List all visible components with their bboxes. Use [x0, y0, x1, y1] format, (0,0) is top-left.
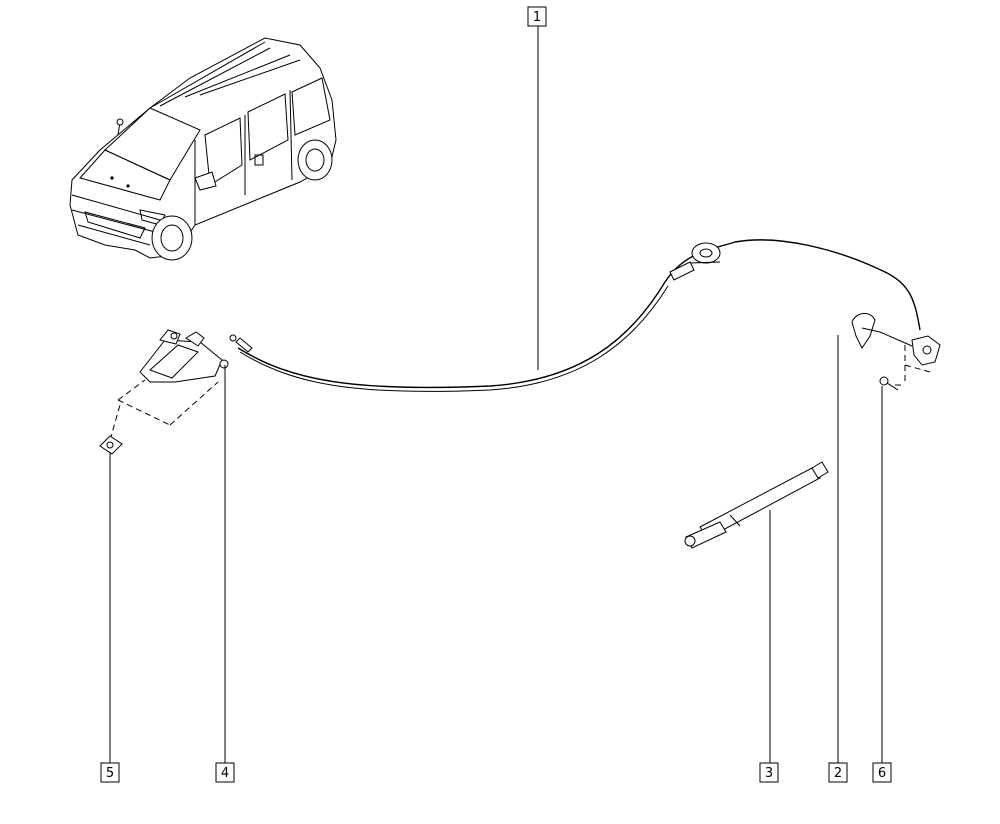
gas-strut-icon: [684, 461, 829, 549]
callout-4-label: 4: [221, 766, 229, 781]
callout-6: 6: [872, 762, 892, 783]
bonnet-lock-icon: [109, 329, 229, 441]
callout-3: 3: [759, 762, 779, 783]
bolt-icon: [879, 376, 899, 391]
callout-2: 2: [828, 762, 848, 783]
callout-4: 4: [215, 762, 235, 783]
callout-5-label: 5: [106, 766, 114, 781]
callout-3-label: 3: [765, 766, 773, 781]
leader-lines: [109, 26, 883, 765]
callout-1: 1: [527, 6, 547, 27]
catch-hook-icon: [851, 313, 941, 386]
van-illustration-icon: [69, 37, 337, 261]
callout-1-label: 1: [533, 10, 541, 25]
callout-6-label: 6: [878, 766, 886, 781]
callout-2-label: 2: [834, 766, 842, 781]
release-cable-icon: [229, 239, 921, 392]
grommet-icon: [99, 435, 123, 455]
callout-5: 5: [100, 762, 120, 783]
